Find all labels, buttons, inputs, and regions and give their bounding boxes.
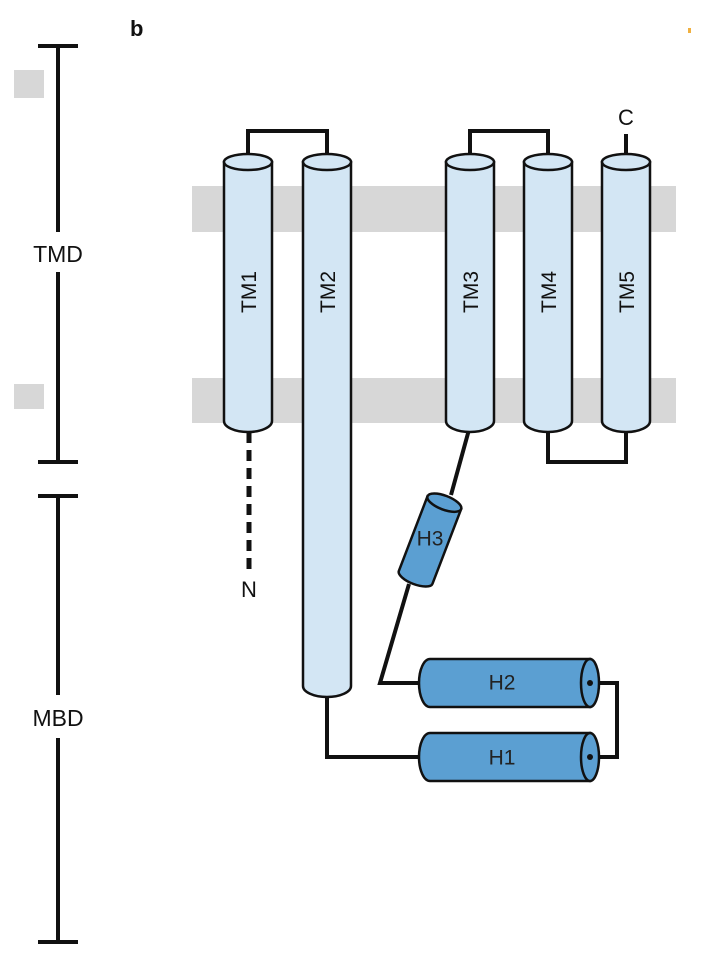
h1-cap-junction bbox=[587, 754, 593, 760]
tm5-label: TM5 bbox=[616, 271, 639, 313]
tm1-label: TM1 bbox=[238, 271, 261, 313]
tm2-helix: TM2 bbox=[301, 152, 353, 699]
tm4-helix: TM4 bbox=[522, 152, 574, 434]
h1-label: H1 bbox=[489, 747, 516, 770]
h3-helix: H3 bbox=[397, 492, 463, 588]
membrane-marker-top bbox=[14, 70, 44, 98]
corner-mark bbox=[688, 28, 691, 33]
tm5-helix: TM5 bbox=[600, 152, 652, 434]
h3-label: H3 bbox=[417, 528, 444, 551]
domain-scale bbox=[38, 44, 78, 944]
h2-cap-junction bbox=[587, 680, 593, 686]
h2-helix: H2 bbox=[417, 657, 601, 709]
tm2-label: TM2 bbox=[317, 271, 340, 313]
n-terminus-label: N bbox=[241, 577, 257, 602]
tm3-helix: TM3 bbox=[444, 152, 496, 434]
tm1-helix: TM1 bbox=[222, 152, 274, 434]
tm4-label: TM4 bbox=[538, 271, 561, 313]
mbd-label: MBD bbox=[32, 705, 83, 731]
membrane-marker-bottom bbox=[14, 384, 44, 409]
connector-loops bbox=[246, 129, 628, 759]
tmd-label: TMD bbox=[33, 241, 83, 267]
h1-helix: H1 bbox=[417, 731, 601, 783]
panel-label: b bbox=[130, 16, 143, 41]
h2-label: H2 bbox=[489, 672, 516, 695]
tm3-label: TM3 bbox=[460, 271, 483, 313]
c-terminus-label: C bbox=[618, 105, 634, 130]
